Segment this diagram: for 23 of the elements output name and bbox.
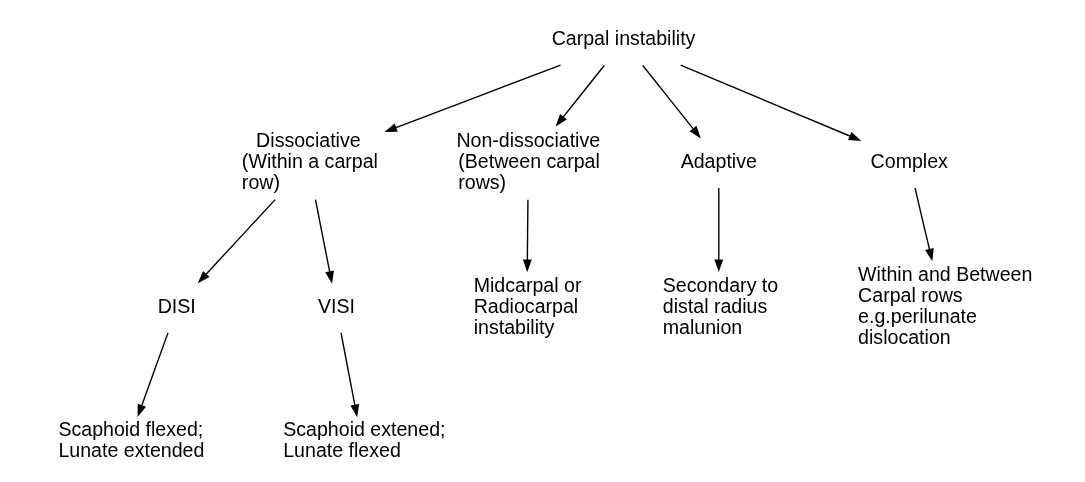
arrow [713, 186, 723, 272]
arrow [137, 331, 169, 417]
node-text: Scaphoid flexed; Lunate extended [57, 417, 204, 461]
node-text: Carpal instability [551, 26, 695, 49]
node-text: DISI [157, 294, 196, 317]
node-text: Within and Between Carpal rows e.g.perilunate dislocation [857, 262, 1032, 348]
arrow [555, 64, 605, 127]
arrow [913, 186, 934, 261]
node-text: Adaptive [680, 149, 757, 172]
arrow [679, 63, 861, 141]
arrow [314, 198, 334, 284]
node-text: Non-dissociative (Between carpal rows) [455, 128, 600, 193]
arrow [197, 198, 276, 283]
node-text: VISI [317, 294, 355, 317]
node-text: Dissociative (Within a carpal row) [241, 128, 378, 193]
node-text: Complex [870, 149, 948, 172]
arrow [383, 63, 561, 132]
arrow [641, 64, 701, 138]
node-text: Midcarpal or Radiocarpal instability [473, 273, 581, 338]
node-text: Scaphoid extened; Lunate flexed [282, 417, 446, 461]
node-text: Secondary to distal radius malunion [662, 273, 778, 338]
arrow [339, 331, 359, 417]
arrow [522, 198, 532, 272]
